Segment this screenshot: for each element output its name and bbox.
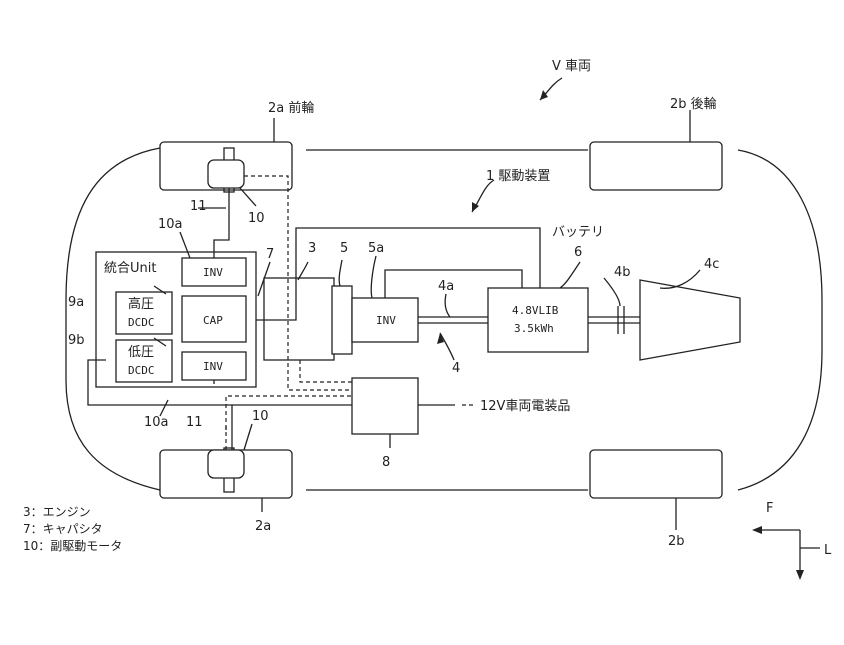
battery-number: 6	[574, 245, 582, 260]
sub-drive-motor-bottom	[207, 449, 245, 479]
engine-box	[263, 277, 335, 361]
rear-wheel-left	[589, 141, 723, 191]
label-10-top: 10	[248, 211, 265, 226]
wiring-dashed	[225, 175, 476, 450]
label-9b: 9b	[68, 333, 85, 348]
battery-label: バッテリ	[552, 225, 604, 240]
direction-indicator	[752, 526, 820, 580]
rear-differential	[639, 279, 741, 361]
label-4b: 4b	[614, 265, 631, 280]
label-4: 4	[452, 361, 460, 376]
label-9a: 9a	[68, 295, 84, 310]
label-8: 8	[382, 455, 390, 470]
label-11-top: 11	[190, 199, 207, 214]
inverter-5a-label: INV	[376, 314, 396, 327]
sub-drive-motor-top	[207, 159, 245, 189]
shaft-arrow	[437, 333, 444, 344]
rear-wheel-right	[589, 449, 723, 499]
inv-bottom-label: INV	[203, 360, 223, 373]
battery-box	[487, 287, 589, 353]
unit-title: 統合Unit	[104, 261, 156, 276]
battery-spec-2: 3.5kWh	[514, 322, 554, 335]
direction-l: L	[824, 543, 832, 558]
vehicle-arrow	[540, 90, 548, 100]
leader-lines	[153, 77, 701, 530]
inv-bottom-box	[181, 351, 247, 381]
direction-f: F	[766, 501, 773, 516]
rear-wheel-bottom-label: 2b	[668, 534, 685, 549]
label-10a-bottom: 10a	[144, 415, 169, 430]
drive-device-label: 1 駆動装置	[486, 169, 550, 184]
label-12v: 12V車両電装品	[480, 399, 570, 414]
dcdc-box-8	[351, 377, 419, 435]
front-wheel-top-label: 2a 前輪	[268, 100, 314, 116]
inverter-5a-box	[351, 297, 419, 343]
legend-item: 7：キャパシタ	[23, 522, 103, 536]
label-11-bottom: 11	[186, 415, 203, 430]
label-5: 5	[340, 241, 348, 256]
drive-arrow	[472, 202, 479, 212]
label-10-bottom: 10	[252, 409, 269, 424]
low-dcdc-box	[115, 339, 173, 383]
vehicle-body-outline	[65, 147, 823, 491]
label-7: 7	[266, 247, 274, 262]
legend: 3：エンジン 7：キャパシタ 10：副駆動モータ	[23, 504, 122, 555]
label-4c: 4c	[704, 257, 719, 272]
label-3: 3	[308, 241, 316, 256]
label-5a: 5a	[368, 241, 384, 256]
legend-item: 10：副駆動モータ	[23, 539, 123, 553]
front-wheel-bottom-label: 2a	[255, 519, 271, 534]
motor-5-box	[331, 285, 353, 355]
label-4a: 4a	[438, 279, 454, 294]
high-dcdc-label-2: DCDC	[128, 316, 155, 329]
high-dcdc-label-1: 高圧	[128, 296, 154, 312]
label-10a-top: 10a	[158, 217, 183, 232]
inv-top-label: INV	[203, 266, 223, 279]
wiring-solid	[87, 188, 541, 450]
cap-label: CAP	[203, 314, 223, 327]
battery-spec-1: 4.8VLIB	[512, 304, 559, 317]
high-dcdc-box	[115, 291, 173, 335]
cap-box	[181, 295, 247, 343]
rear-wheel-top-label: 2b 後輪	[670, 96, 717, 112]
low-dcdc-label-2: DCDC	[128, 364, 155, 377]
vehicle-label: V 車両	[552, 59, 591, 74]
legend-item: 3：エンジン	[23, 505, 91, 519]
low-dcdc-label-1: 低圧	[128, 345, 154, 360]
